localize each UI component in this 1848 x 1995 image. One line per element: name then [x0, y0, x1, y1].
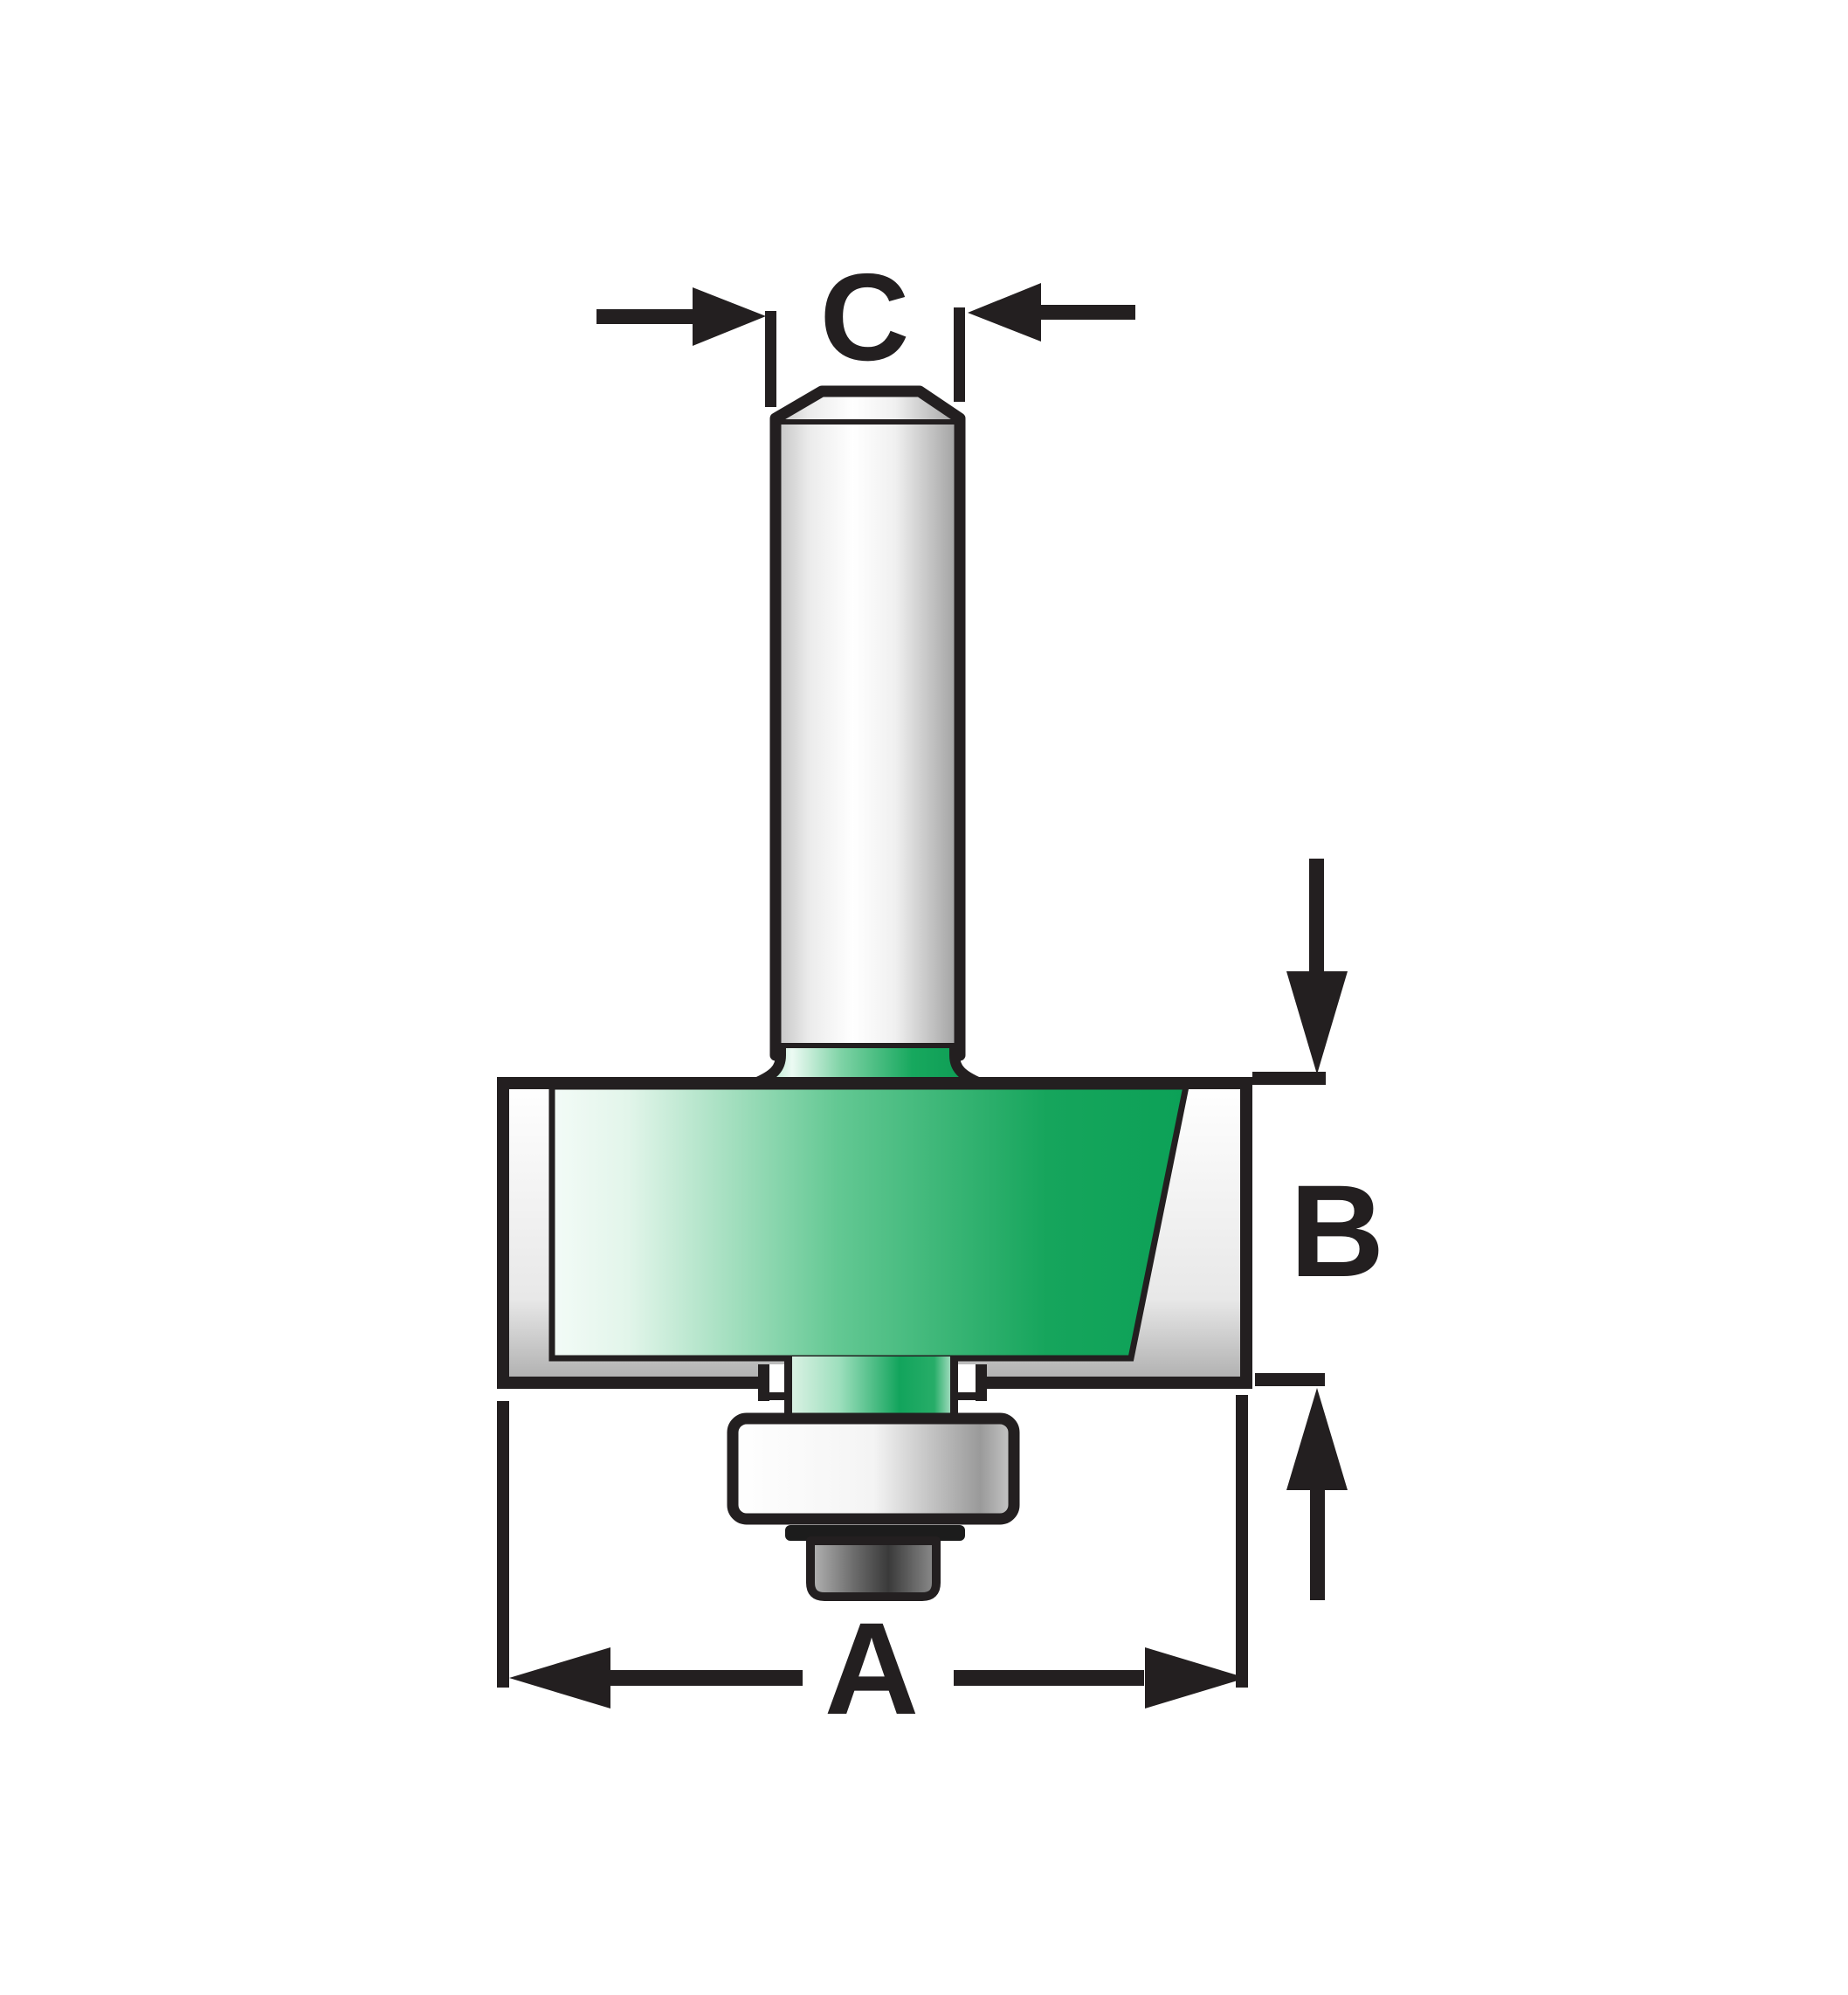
- dim-c-left-tick: [765, 311, 776, 407]
- dim-a-right-arrowhead: [1145, 1647, 1246, 1709]
- dim-c-right-tick: [954, 307, 965, 402]
- label-a: A: [824, 1595, 919, 1742]
- notch-wall-right: [976, 1364, 987, 1401]
- dim-a-right-arrow-shaft: [954, 1670, 1144, 1686]
- dim-b-down-arrow-shaft: [1309, 859, 1324, 974]
- shank-collar: [756, 1046, 979, 1082]
- dim-c-left-arrow-shaft: [596, 309, 696, 324]
- bearing-hub: [806, 1536, 941, 1601]
- ball-bearing: [727, 1412, 1020, 1525]
- dim-b-top-tick: [1252, 1072, 1326, 1085]
- dim-b-up-arrowhead: [1286, 1388, 1348, 1490]
- dim-a-right-extension-line: [1236, 1395, 1248, 1688]
- dimension-marks: [497, 283, 1348, 1709]
- dim-c-left-arrowhead: [693, 287, 766, 346]
- dim-a-left-extension-line: [497, 1401, 509, 1688]
- dim-c-right-arrow-shaft: [1039, 305, 1135, 320]
- notch-wall-left: [758, 1364, 769, 1401]
- dim-b-down-arrowhead: [1286, 971, 1348, 1074]
- dim-a-left-arrowhead: [509, 1647, 610, 1709]
- label-c: C: [820, 248, 910, 387]
- dim-a: [497, 1395, 1248, 1709]
- notch-floor-left: [763, 1392, 788, 1400]
- dim-b-up-arrow-shaft: [1310, 1488, 1325, 1600]
- notch-floor-right: [955, 1392, 981, 1400]
- pilot-neck-right-outline: [950, 1356, 958, 1419]
- label-b: B: [1290, 1157, 1384, 1304]
- pilot-neck-left-outline: [784, 1356, 792, 1419]
- dim-c-right-arrowhead: [968, 283, 1041, 342]
- dim-b: [1252, 859, 1348, 1600]
- carbide-insert: [548, 1083, 1190, 1362]
- dim-a-left-arrow-shaft: [609, 1670, 803, 1686]
- shank: [769, 385, 966, 1061]
- dim-b-bottom-tick: [1255, 1373, 1325, 1386]
- pilot-neck: [792, 1356, 950, 1419]
- dim-c: [596, 283, 1135, 407]
